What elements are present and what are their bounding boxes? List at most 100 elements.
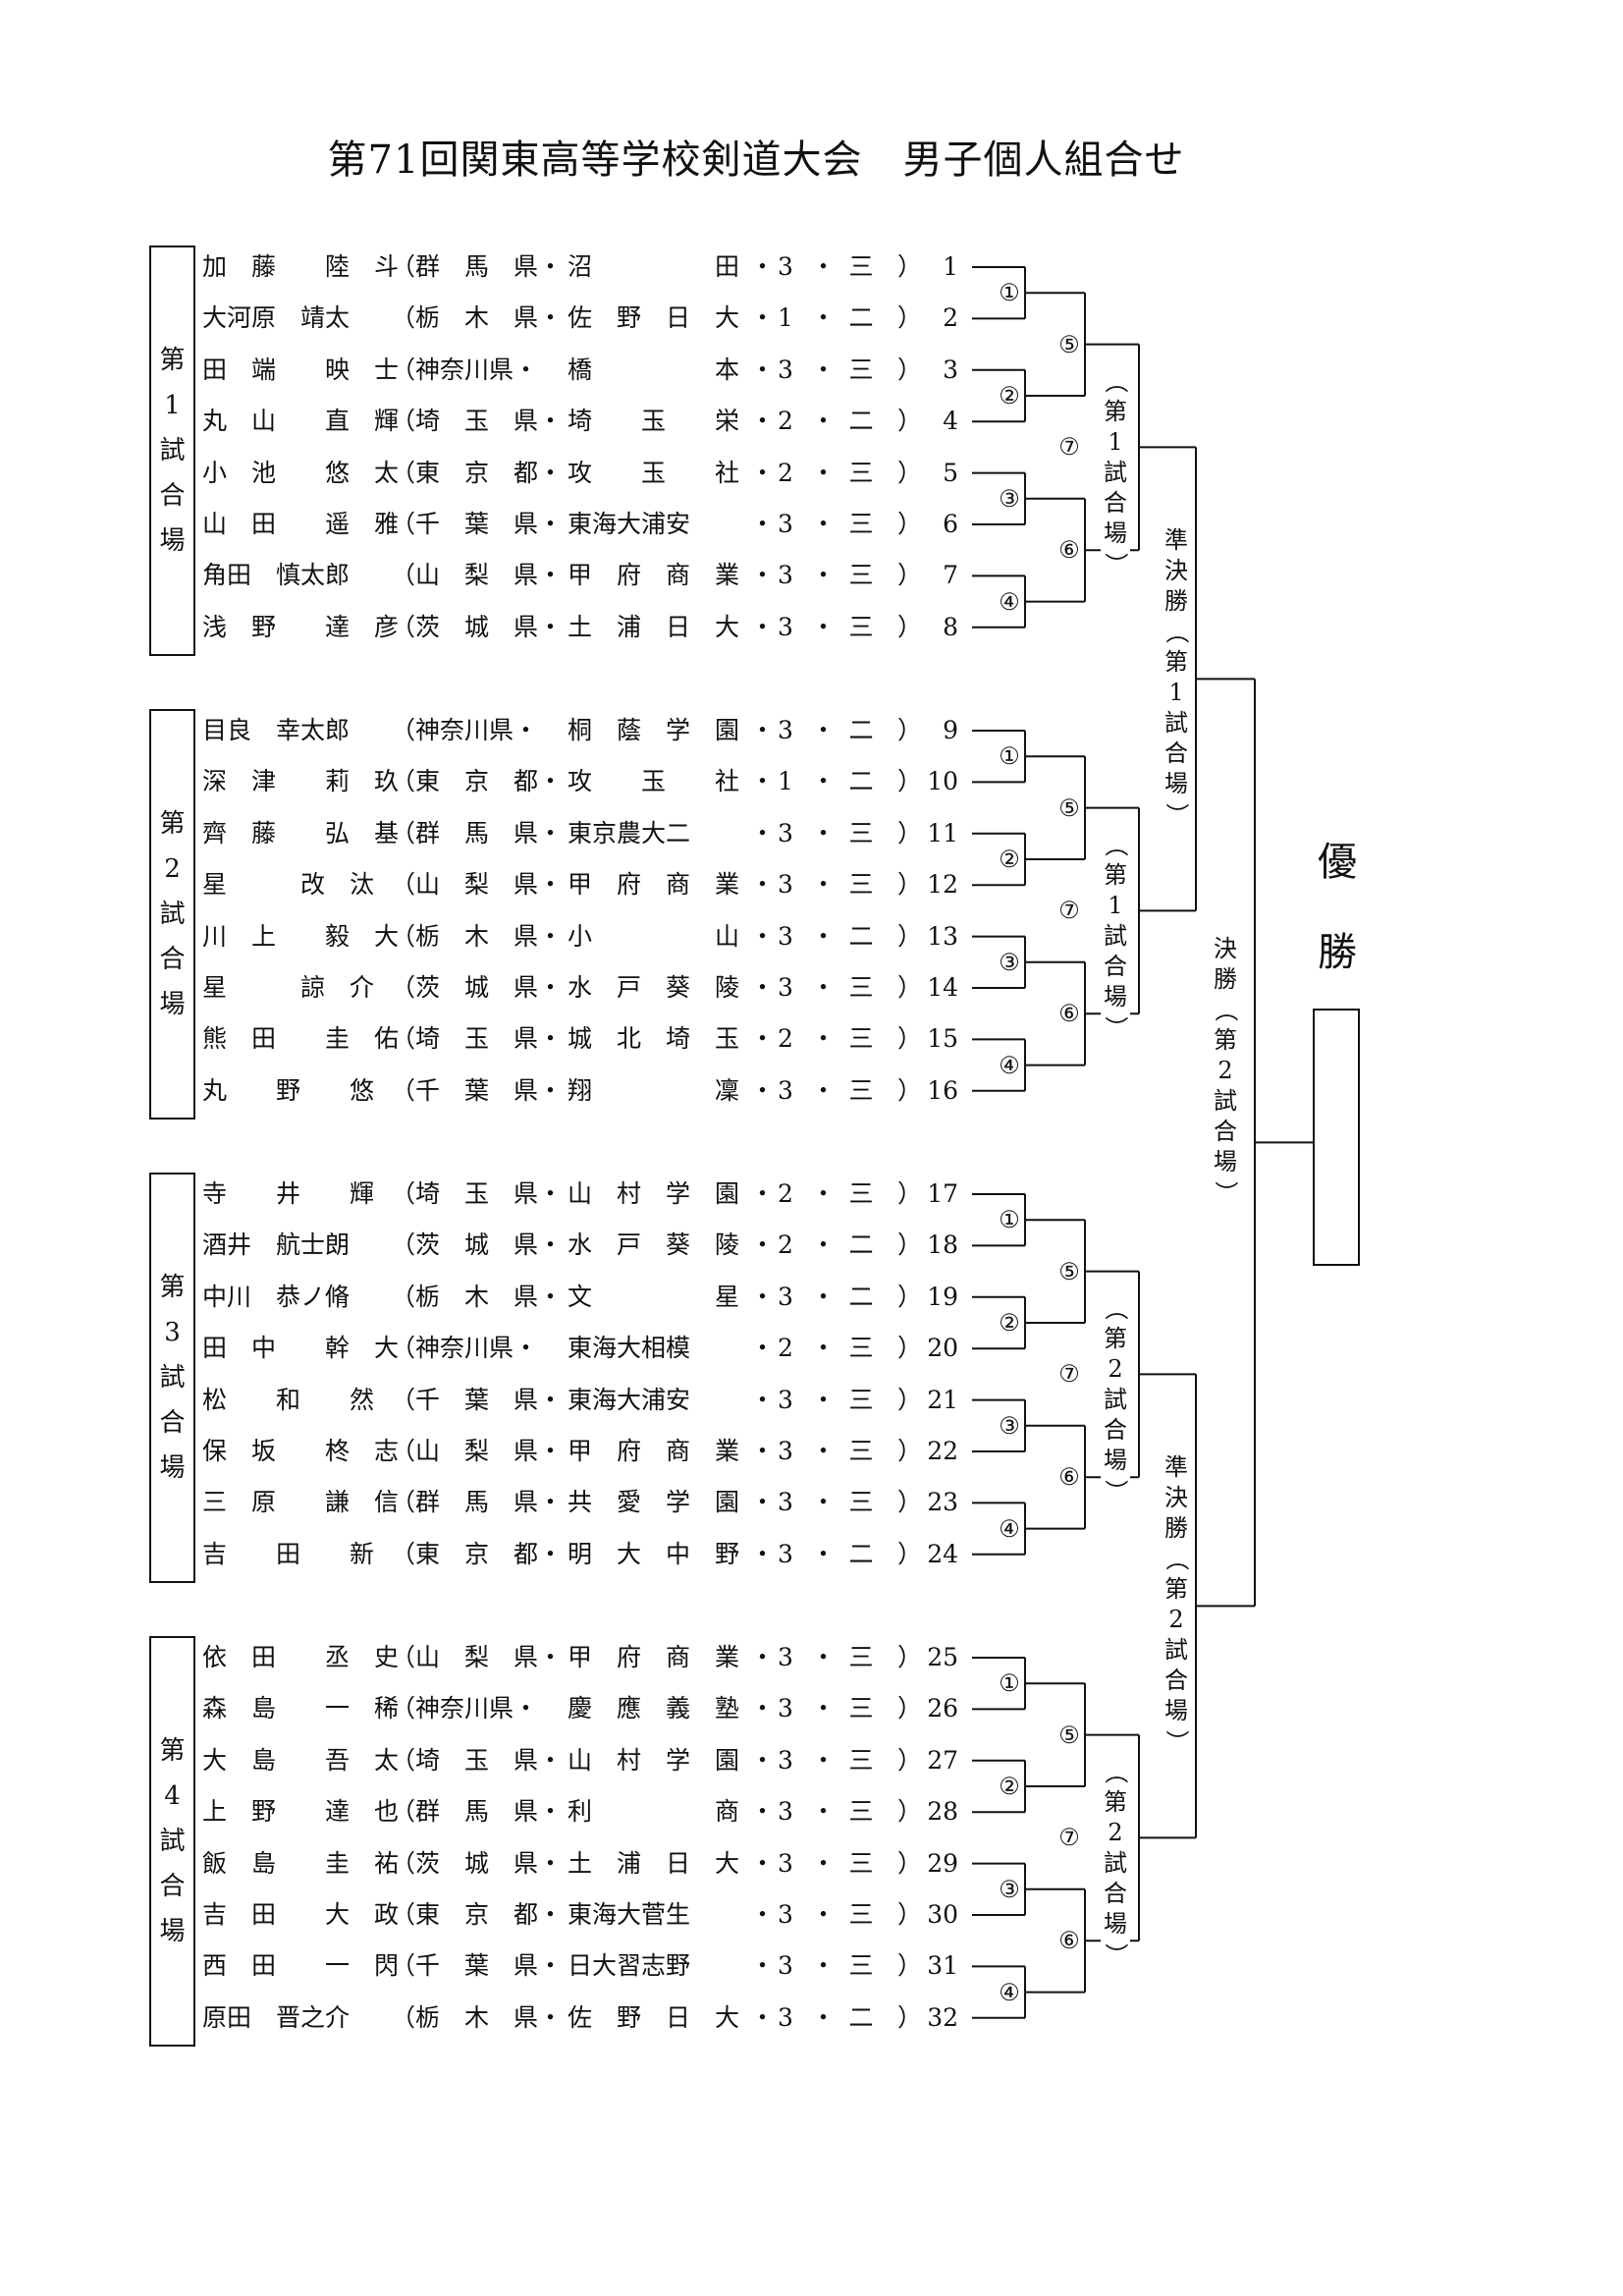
close-paren: ） xyxy=(897,1179,923,1208)
separator-dot: ・ xyxy=(811,870,837,900)
prefecture: （神奈川県・ xyxy=(391,716,539,744)
grade-kanji: 二 xyxy=(848,767,874,796)
prefecture: （山 梨 県・ xyxy=(391,561,564,590)
player-name: 川 上 毅 大 xyxy=(202,921,400,951)
grade-kanji: 三 xyxy=(848,1385,874,1414)
player-name: 大 島 吾 太 xyxy=(202,1745,400,1775)
separator-dot: ・ xyxy=(750,612,776,641)
grade-kanji: 三 xyxy=(848,1848,874,1878)
player-name: 三 原 謙 信 xyxy=(202,1488,400,1517)
player-name: 上 野 達 也 xyxy=(202,1797,400,1827)
close-paren: ） xyxy=(897,973,923,1002)
seed-number: 5 xyxy=(943,458,958,487)
player-name: 田 中 幹 大 xyxy=(202,1334,400,1363)
grade: 3 xyxy=(778,1951,793,1981)
school-name: 翔 凜 xyxy=(568,1075,740,1105)
grade: 3 xyxy=(778,1437,793,1465)
prefecture: （千 葉 県・ xyxy=(391,1075,564,1105)
separator-dot: ・ xyxy=(750,1024,776,1054)
grade-kanji: 三 xyxy=(848,252,874,281)
close-paren: ） xyxy=(897,1539,923,1568)
player-name: 原田 晋之介 xyxy=(202,2002,351,2032)
grade: 3 xyxy=(778,561,793,590)
grade: 3 xyxy=(778,1900,793,1929)
match-number-5: ⑤ xyxy=(1055,793,1084,823)
grade: 3 xyxy=(778,716,793,744)
school-name: 甲 府 商 業 xyxy=(568,870,740,900)
close-paren: ） xyxy=(897,1745,923,1775)
separator-dot: ・ xyxy=(811,1797,837,1827)
seed-number: 13 xyxy=(927,921,958,951)
grade-kanji: 三 xyxy=(848,1488,874,1517)
school-name: 橋 本 xyxy=(568,355,740,384)
close-paren: ） xyxy=(897,767,923,796)
separator-dot: ・ xyxy=(811,561,837,590)
grade: 1 xyxy=(778,767,793,796)
prefecture: （東 京 都・ xyxy=(391,458,564,487)
grade-kanji: 三 xyxy=(848,1797,874,1827)
champion-label: 優勝 xyxy=(1318,840,1357,975)
grade: 3 xyxy=(778,1848,793,1878)
seed-number: 30 xyxy=(927,1900,958,1929)
separator-dot: ・ xyxy=(811,1334,837,1363)
school-name: 共 愛 学 園 xyxy=(568,1488,740,1517)
match-number-6: ⑥ xyxy=(1055,1462,1084,1493)
seed-number: 22 xyxy=(927,1437,958,1465)
match-number-1: ① xyxy=(995,741,1024,772)
player-name: 森 島 一 稀 xyxy=(202,1694,400,1723)
close-paren: ） xyxy=(897,1437,923,1465)
separator-dot: ・ xyxy=(750,921,776,951)
player-name: 浅 野 達 彦 xyxy=(202,612,400,641)
school-name: 東海大浦安 xyxy=(568,1385,691,1414)
player-name: 齊 藤 弘 基 xyxy=(202,818,400,847)
seed-number: 15 xyxy=(927,1024,958,1054)
close-paren: ） xyxy=(897,612,923,641)
match-number-5: ⑤ xyxy=(1055,329,1084,359)
prefecture: （神奈川県・ xyxy=(391,355,539,384)
grade: 2 xyxy=(778,1230,793,1260)
player-name: 吉 田 新 xyxy=(202,1539,375,1568)
separator-dot: ・ xyxy=(811,407,837,436)
close-paren: ） xyxy=(897,510,923,538)
close-paren: ） xyxy=(897,818,923,847)
separator-dot: ・ xyxy=(811,767,837,796)
separator-dot: ・ xyxy=(811,1179,837,1208)
close-paren: ） xyxy=(897,561,923,590)
separator-dot: ・ xyxy=(750,303,776,333)
seed-number: 9 xyxy=(943,716,958,744)
prefecture: （茨 城 県・ xyxy=(391,612,564,641)
school-name: 佐 野 日 大 xyxy=(568,2002,740,2032)
grade: 3 xyxy=(778,1282,793,1311)
match-number-4: ④ xyxy=(995,586,1024,617)
separator-dot: ・ xyxy=(811,973,837,1002)
separator-dot: ・ xyxy=(811,303,837,333)
grade-kanji: 二 xyxy=(848,1539,874,1568)
seed-number: 16 xyxy=(927,1075,958,1105)
close-paren: ） xyxy=(897,1848,923,1878)
school-name: 埼 玉 栄 xyxy=(568,407,740,436)
close-paren: ） xyxy=(897,1282,923,1311)
match-number-3: ③ xyxy=(995,483,1024,514)
separator-dot: ・ xyxy=(811,1745,837,1775)
seed-number: 18 xyxy=(927,1230,958,1260)
separator-dot: ・ xyxy=(750,870,776,900)
grade: 3 xyxy=(778,1385,793,1414)
separator-dot: ・ xyxy=(811,1282,837,1311)
close-paren: ） xyxy=(897,458,923,487)
close-paren: ） xyxy=(897,355,923,384)
player-name: 丸 野 悠 xyxy=(202,1075,375,1105)
seed-number: 25 xyxy=(927,1643,958,1671)
match-number-1: ① xyxy=(995,1205,1024,1235)
separator-dot: ・ xyxy=(750,1230,776,1260)
seed-number: 4 xyxy=(943,407,958,436)
separator-dot: ・ xyxy=(811,818,837,847)
school-name: 明 大 中 野 xyxy=(568,1539,740,1568)
seed-number: 3 xyxy=(943,355,958,384)
player-name: 松 和 然 xyxy=(202,1385,375,1414)
